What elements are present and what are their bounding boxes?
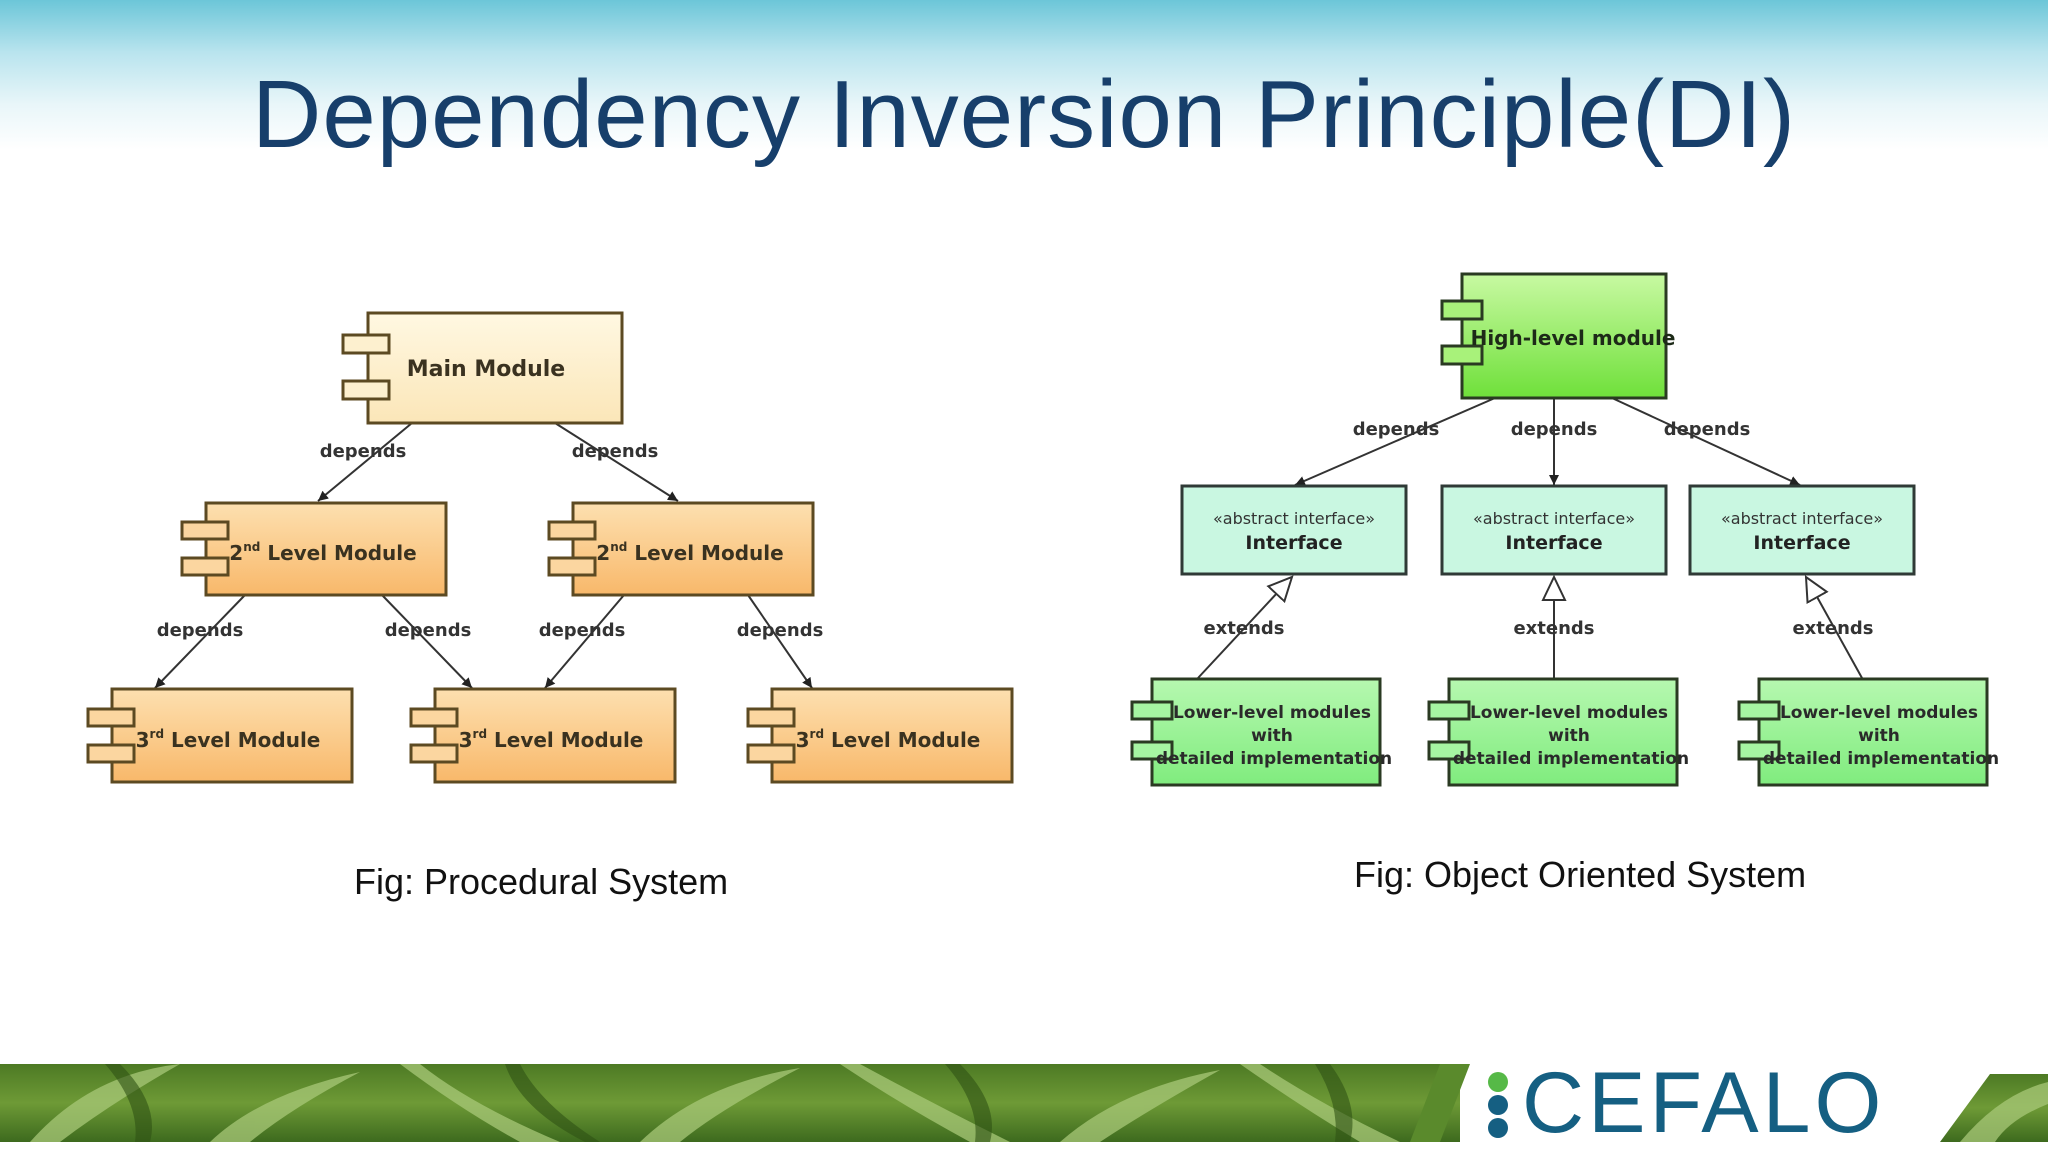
edge-label-depends: depends: [385, 620, 472, 641]
component-icon: [86, 707, 136, 728]
high-level-module-label: High-level module: [1471, 326, 1676, 350]
lower-module-line: Lower-level modules: [1470, 703, 1668, 723]
ordinal-number: 2: [596, 541, 610, 565]
edge-label-depends: depends: [539, 620, 626, 641]
ordinal-suffix: nd: [610, 540, 627, 554]
ordinal-number: 2: [229, 541, 243, 565]
component-icon: [1737, 700, 1781, 721]
lower-module-line: Lower-level modules: [1173, 703, 1371, 723]
component-icon: [180, 556, 230, 577]
interface-stereotype: «abstract interface»: [1473, 509, 1635, 528]
module-label: Level Module: [831, 728, 980, 752]
third-level-module-node: 3rd Level Module: [746, 687, 1014, 784]
component-icon: [1130, 740, 1174, 761]
component-icon: [409, 743, 459, 764]
module-label: Level Module: [494, 728, 643, 752]
lower-level-module-node: Lower-level modules with detailed implem…: [1130, 677, 1392, 787]
component-icon: [1427, 700, 1471, 721]
third-level-module-node: 3rd Level Module: [86, 687, 354, 784]
interface-stereotype: «abstract interface»: [1213, 509, 1375, 528]
component-icon: [180, 520, 230, 541]
ordinal-number: 3: [796, 728, 810, 752]
object-oriented-caption: Fig: Object Oriented System: [1354, 854, 1807, 895]
footer-foliage-banner: [0, 1064, 2048, 1142]
procedural-diagram: depends depends depends depends depends …: [86, 311, 1014, 784]
logo-wordmark: CEFALO: [1522, 1055, 1886, 1151]
lower-level-module-node: Lower-level modules with detailed implem…: [1737, 677, 1999, 787]
cefalo-logo: CEFALO: [1480, 1055, 1920, 1151]
abstract-interface-node: «abstract interface» Interface: [1688, 484, 1916, 576]
ordinal-suffix: nd: [243, 540, 260, 554]
component-icon: [341, 379, 391, 401]
abstract-interface-node: «abstract interface» Interface: [1440, 484, 1668, 576]
edge-label-depends: depends: [1511, 419, 1598, 440]
procedural-caption: Fig: Procedural System: [354, 861, 729, 902]
component-icon: [1737, 740, 1781, 761]
logo-dots-icon: [1488, 1068, 1512, 1138]
main-module-label: Main Module: [407, 357, 565, 382]
object-oriented-diagram: depends depends depends extends extends …: [1130, 272, 1999, 787]
ordinal-number: 3: [136, 728, 150, 752]
ordinal-number: 3: [459, 728, 473, 752]
component-icon: [341, 333, 391, 355]
interface-name: Interface: [1753, 532, 1850, 554]
lower-module-line: detailed implementation: [1763, 749, 1999, 769]
edge-label-depends: depends: [572, 441, 659, 462]
module-label: Level Module: [267, 541, 416, 565]
high-level-module-node: High-level module: [1440, 272, 1676, 400]
interface-name: Interface: [1505, 532, 1602, 554]
component-icon: [547, 556, 597, 577]
lower-module-line: with: [1858, 726, 1900, 746]
second-level-module-node: 2nd Level Module: [180, 501, 448, 597]
third-level-module-node: 3rd Level Module: [409, 687, 677, 784]
component-icon: [86, 743, 136, 764]
svg-text:2nd Level Module: 2nd Level Module: [229, 540, 416, 565]
lower-module-line: with: [1548, 726, 1590, 746]
header-gradient-band: [0, 0, 2048, 150]
edge-label-extends: extends: [1203, 618, 1284, 639]
edge-label-depends: depends: [737, 620, 824, 641]
module-label: Level Module: [171, 728, 320, 752]
lower-level-module-node: Lower-level modules with detailed implem…: [1427, 677, 1689, 787]
svg-text:3rd Level Module: 3rd Level Module: [459, 727, 644, 752]
slide-title: Dependency Inversion Principle(DI): [251, 61, 1797, 168]
ordinal-suffix: rd: [150, 727, 165, 741]
foliage-image: [0, 1064, 2048, 1142]
ordinal-suffix: rd: [810, 727, 825, 741]
component-icon: [746, 707, 796, 728]
interface-name: Interface: [1245, 532, 1342, 554]
lower-module-line: detailed implementation: [1156, 749, 1392, 769]
svg-text:3rd Level Module: 3rd Level Module: [796, 727, 981, 752]
component-icon: [409, 707, 459, 728]
second-level-module-node: 2nd Level Module: [547, 501, 815, 597]
component-icon: [1427, 740, 1471, 761]
svg-text:2nd Level Module: 2nd Level Module: [596, 540, 783, 565]
svg-text:3rd Level Module: 3rd Level Module: [136, 727, 321, 752]
ordinal-suffix: rd: [473, 727, 488, 741]
component-icon: [1440, 299, 1484, 321]
interface-stereotype: «abstract interface»: [1721, 509, 1883, 528]
lower-module-line: detailed implementation: [1453, 749, 1689, 769]
component-icon: [547, 520, 597, 541]
edge-label-depends: depends: [1664, 419, 1751, 440]
abstract-interface-node: «abstract interface» Interface: [1180, 484, 1408, 576]
edge-label-extends: extends: [1792, 618, 1873, 639]
component-icon: [1440, 344, 1484, 366]
module-label: Level Module: [634, 541, 783, 565]
lower-module-line: with: [1251, 726, 1293, 746]
edge-label-depends: depends: [320, 441, 407, 462]
lower-module-line: Lower-level modules: [1780, 703, 1978, 723]
edge-label-extends: extends: [1513, 618, 1594, 639]
component-icon: [1130, 700, 1174, 721]
edge-label-depends: depends: [1353, 419, 1440, 440]
edge-label-depends: depends: [157, 620, 244, 641]
component-icon: [746, 743, 796, 764]
main-module-node: Main Module: [341, 311, 624, 425]
